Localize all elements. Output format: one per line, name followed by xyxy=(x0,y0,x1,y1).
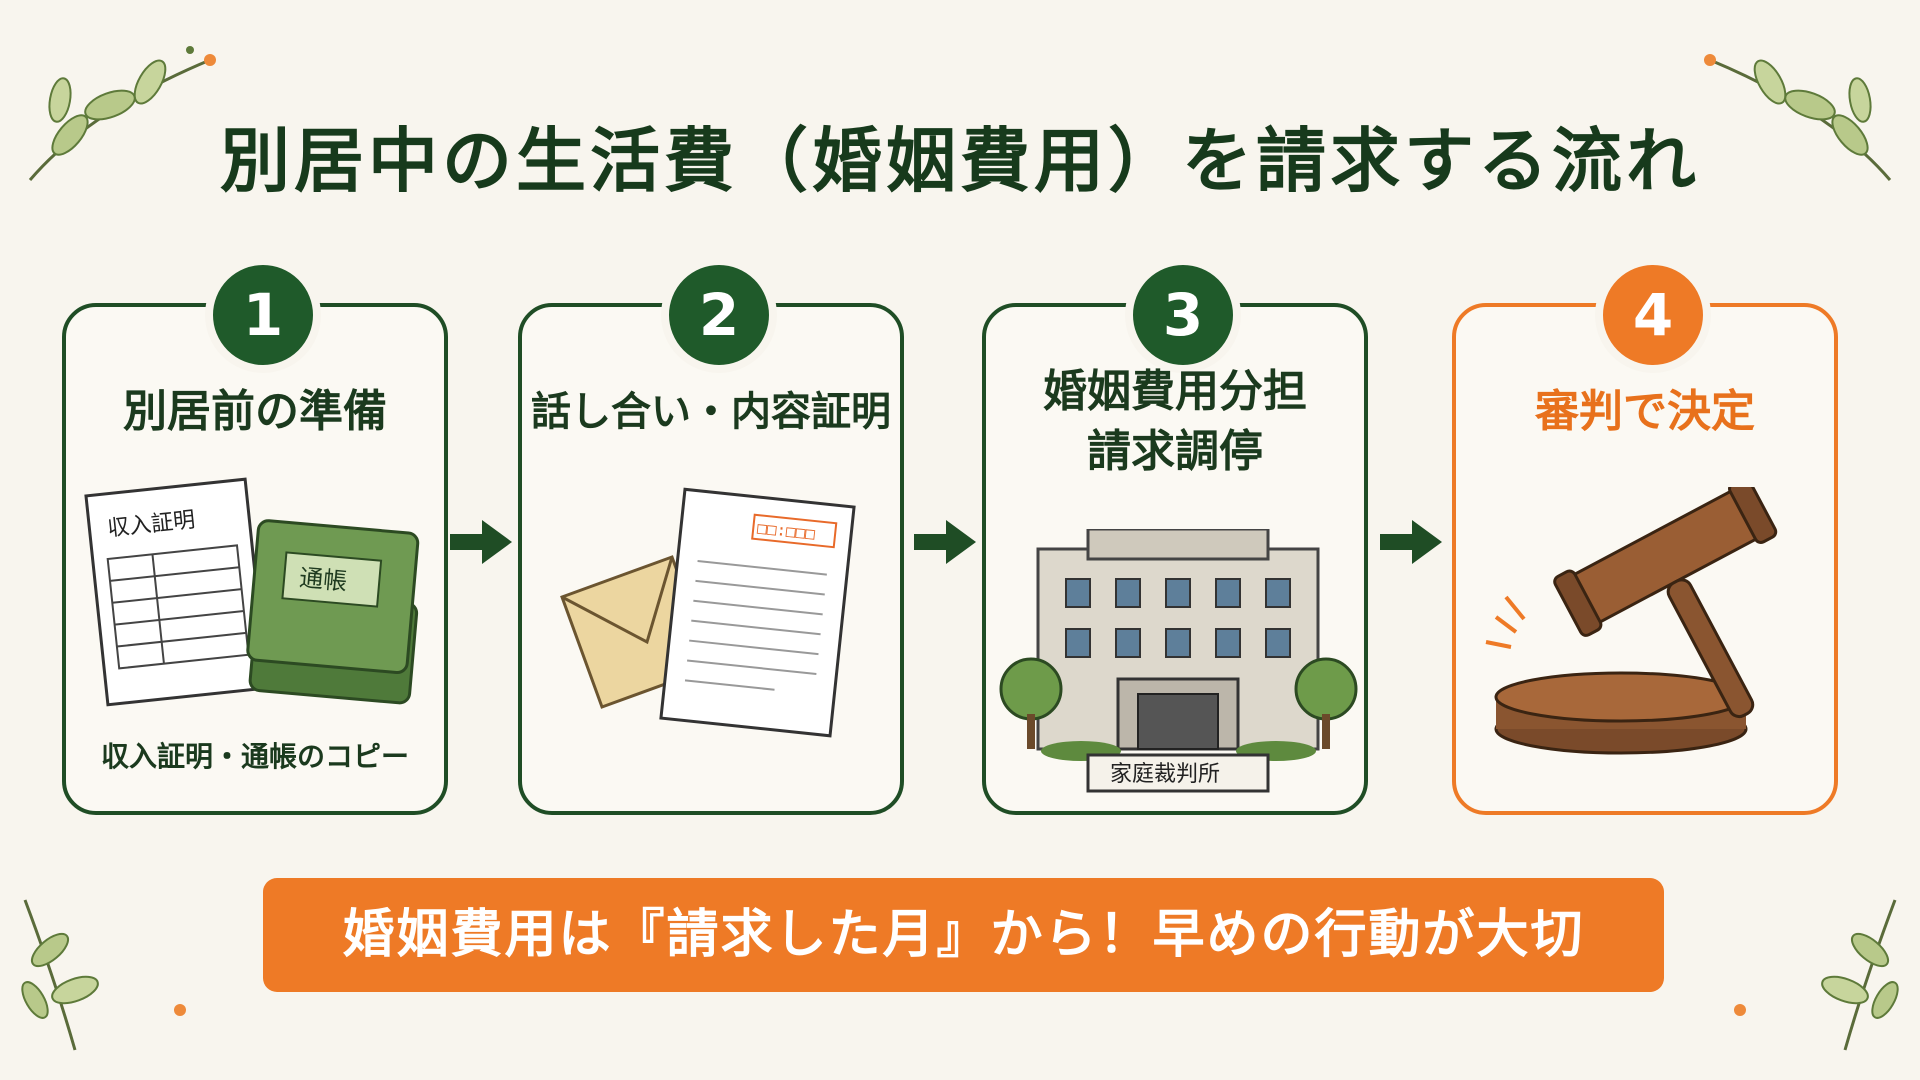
step-number-badge: 1 xyxy=(205,257,321,373)
gavel-icon xyxy=(1485,487,1778,755)
leaf-sprig-bottom-right xyxy=(1734,899,1899,1051)
step-title: 話し合い・内容証明 xyxy=(531,389,891,435)
arrow-right-icon xyxy=(1380,520,1442,564)
step-title: 別居前の準備 xyxy=(123,386,387,437)
arrow-right-icon xyxy=(450,520,512,564)
certified-letter-illustration: □□:□□□ xyxy=(560,487,856,738)
court-sign-text: 家庭裁判所 xyxy=(1110,762,1220,787)
bankbook-label: 通帳 xyxy=(298,564,348,596)
step-title: 審判で決定 xyxy=(1535,386,1755,437)
page-title: 別居中の生活費（婚姻費用）を請求する流れ xyxy=(220,120,1700,202)
step-card-2: 2 話し合い・内容証明 □□:□□□ xyxy=(518,257,904,815)
step-card-3: 3 婚姻費用分担 請求調停 家庭裁判所 xyxy=(982,257,1368,815)
step-title-line-2: 請求調停 xyxy=(1087,426,1263,477)
step-card-4: 4 審判で決定 xyxy=(1452,257,1838,815)
leaf-sprig-top-left xyxy=(28,46,216,181)
step-number-badge: 4 xyxy=(1595,257,1711,373)
step-card-1: 1 別居前の準備 収入証明 通帳 収入証明・通帳のコピー xyxy=(62,257,448,815)
step-number-badge: 2 xyxy=(661,257,777,373)
step-title-line-1: 婚姻費用分担 xyxy=(1043,366,1307,417)
documents-illustration: 収入証明 通帳 xyxy=(84,477,420,707)
letter-document-icon: □□:□□□ xyxy=(659,487,856,738)
step-caption: 収入証明・通帳のコピー xyxy=(100,740,409,773)
courthouse-illustration: 家庭裁判所 xyxy=(999,529,1358,793)
arrow-right-icon xyxy=(914,520,976,564)
leaf-sprig-top-right xyxy=(1704,54,1892,181)
key-message-banner: 婚姻費用は『請求した月』から！早めの行動が大切 xyxy=(263,878,1664,992)
step-number-badge: 3 xyxy=(1125,257,1241,373)
leaf-sprig-bottom-left xyxy=(21,899,186,1051)
